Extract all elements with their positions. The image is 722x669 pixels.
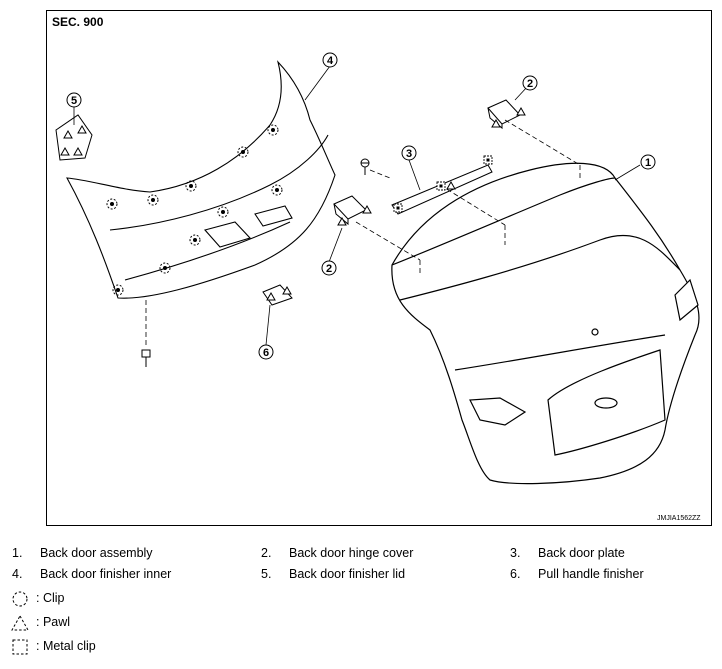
svg-text:2: 2 [527,78,533,90]
svg-text:1: 1 [645,157,651,169]
svg-text:5: 5 [71,95,77,107]
back-door-assembly [391,162,700,485]
callout-3: 3 [401,145,417,161]
svg-text:6: 6 [263,347,269,359]
callout-4: 4 [322,52,338,68]
figure-code: JMJIA1562ZZ [657,515,701,522]
exploded-view-diagram: 1 2 3 4 5 6 2 [55,52,700,485]
screw-icon [141,349,151,367]
screw-icon [360,158,370,175]
back-door-finisher-inner [66,60,336,299]
pawl-symbol-icon [11,614,29,631]
back-door-hinge-cover-upper [487,99,521,130]
clip-symbol-icon [12,591,28,607]
assembly-leader-lines [145,119,581,348]
section-label: SEC. 900 [52,15,104,29]
svg-text:2: 2 [326,263,332,275]
back-door-hinge-cover-lower [333,195,367,226]
metal-clip-symbol-icon [12,639,28,655]
figure-frame [46,10,712,526]
svg-text:3: 3 [406,148,412,160]
callout-6: 6 [258,344,274,360]
callout-2-upper: 2 [522,75,538,91]
callout-1: 1 [640,154,656,170]
callout-2-lower: 2 [321,260,337,276]
callout-5: 5 [66,92,82,108]
callout-leaders [73,65,641,346]
svg-text:4: 4 [327,55,334,67]
